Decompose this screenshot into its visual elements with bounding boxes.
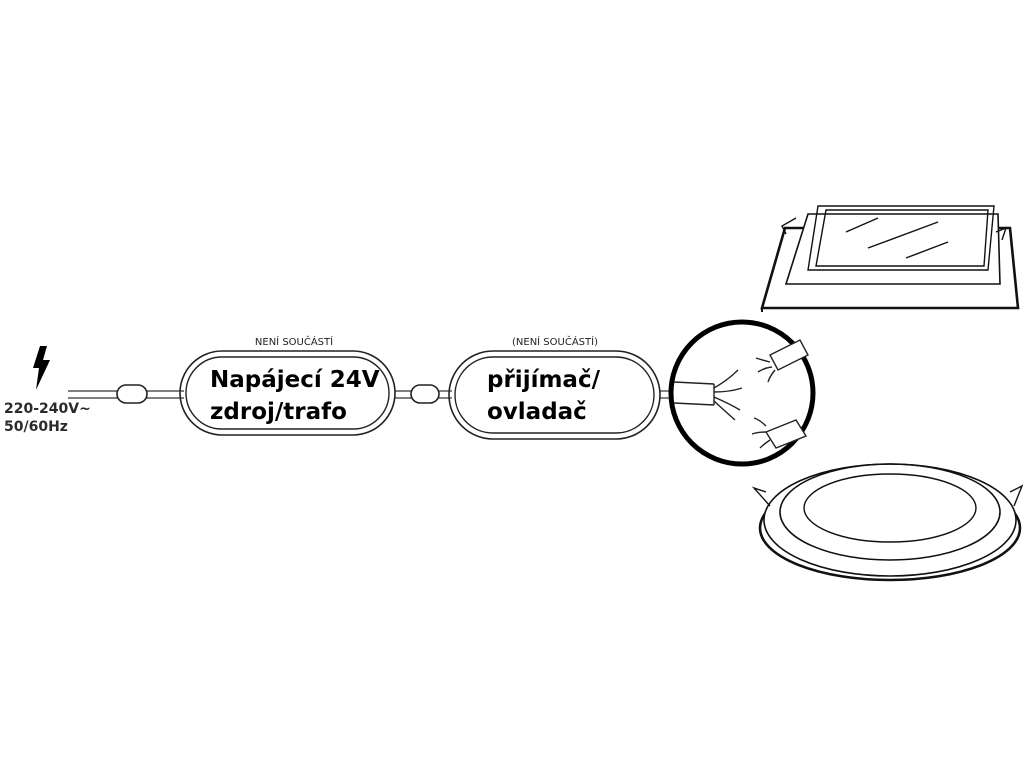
controller-box	[448, 350, 661, 440]
power-unit-caption: NENÍ SOUČÁSTÍ	[255, 335, 333, 348]
round-panel-light	[751, 463, 1024, 582]
power-unit-label-line1: Napájecí 24V	[210, 367, 380, 393]
lightning-bolt-icon	[33, 346, 50, 390]
power-unit-box	[179, 350, 396, 436]
middle-cable-connector	[410, 384, 440, 404]
supply-voltage-label: 220-240V~	[4, 401, 91, 417]
wire-detail-magnifier	[668, 319, 816, 467]
controller-label-line2: ovladač	[487, 399, 587, 425]
controller-caption: (NENÍ SOUČÁSTÍ)	[512, 335, 598, 348]
supply-frequency-label: 50/60Hz	[4, 419, 68, 435]
lower-wire-plug	[751, 417, 808, 449]
power-unit-label-line2: zdroj/trafo	[210, 399, 347, 425]
upper-wire-plug	[755, 339, 809, 383]
input-cable	[68, 390, 184, 399]
input-cable-connector	[116, 384, 148, 404]
square-panel-light	[760, 205, 1020, 312]
controller-label-line1: přijímač/	[487, 367, 601, 393]
